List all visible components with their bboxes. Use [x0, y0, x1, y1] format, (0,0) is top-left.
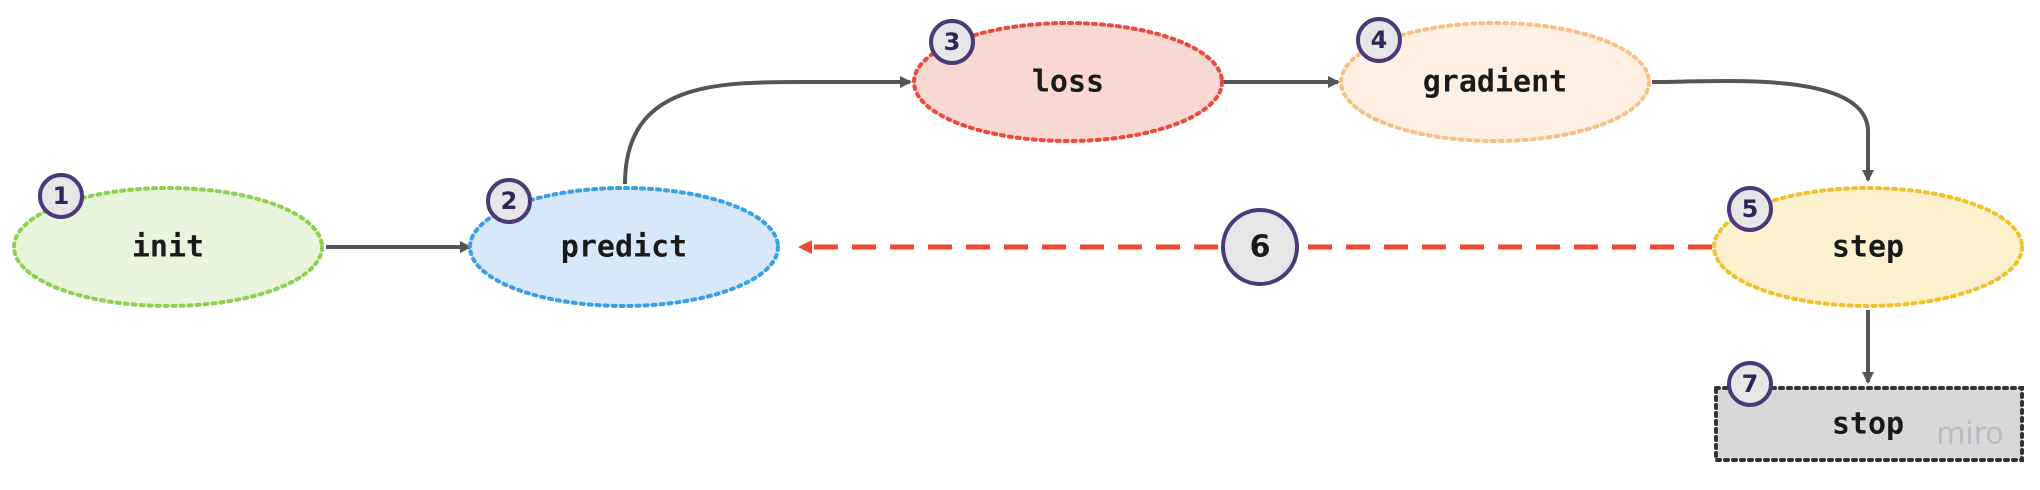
node-label: gradient [1423, 65, 1568, 100]
node-loss-shape [912, 21, 1224, 143]
node-label: stop [1832, 407, 1904, 442]
badge-2: 2 [486, 178, 532, 224]
badge-1: 1 [38, 173, 84, 219]
badge-number: 1 [53, 182, 70, 210]
node-init-shape [12, 186, 324, 308]
edge-gradient-to-step [1651, 79, 1874, 182]
badge-5: 5 [1727, 186, 1773, 232]
node-label: loss [1032, 65, 1104, 100]
node-label: predict [561, 230, 687, 265]
node-stop[interactable]: stop miro [1714, 386, 2024, 462]
badge-number: 7 [1742, 370, 1759, 398]
node-label: step [1832, 230, 1904, 265]
badge-number: 3 [944, 28, 961, 56]
badge-7: 7 [1727, 361, 1773, 407]
node-init[interactable]: init [12, 186, 324, 308]
badge-number: 5 [1742, 195, 1759, 223]
edge-label-badge-6: 6 [1221, 208, 1299, 286]
badge-number: 4 [1371, 26, 1388, 54]
node-gradient[interactable]: gradient [1339, 21, 1651, 143]
node-predict-shape [468, 186, 780, 308]
node-stop-shape [1714, 386, 2024, 462]
badge-number: 2 [501, 187, 518, 215]
node-label: init [132, 230, 204, 265]
node-gradient-shape [1339, 21, 1651, 143]
node-step-shape [1712, 186, 2024, 308]
node-loss[interactable]: loss [912, 21, 1224, 143]
node-predict[interactable]: predict [468, 186, 780, 308]
edge-predict-to-loss [623, 76, 912, 185]
badge-4: 4 [1356, 17, 1402, 63]
edge-label-number: 6 [1250, 230, 1271, 265]
miro-watermark: miro [1936, 417, 2004, 452]
node-step[interactable]: step [1712, 186, 2024, 308]
badge-3: 3 [929, 19, 975, 65]
